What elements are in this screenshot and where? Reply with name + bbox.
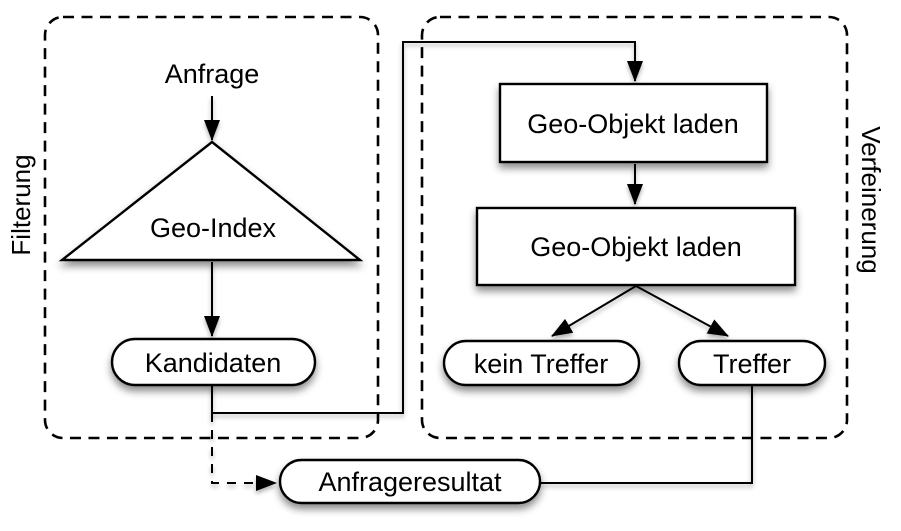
anfrage-label: Anfrage xyxy=(165,59,260,89)
anfrageresultat-label: Anfrageresultat xyxy=(318,467,502,497)
treffer-node: Treffer xyxy=(677,339,827,387)
filterung-group-label: Filterung xyxy=(6,154,36,255)
geo-objekt-laden-2-label: Geo-Objekt laden xyxy=(530,232,742,262)
geo-objekt-laden-1-label: Geo-Objekt laden xyxy=(527,109,739,139)
treffer-label: Treffer xyxy=(713,349,791,379)
treffer-to-result-connector xyxy=(541,385,753,484)
kein-treffer-node: kein Treffer xyxy=(442,339,641,387)
kandidaten-label: Kandidaten xyxy=(145,348,282,378)
geo-index-triangle xyxy=(58,140,364,262)
geo-objekt-laden-2-node: Geo-Objekt laden xyxy=(475,206,797,287)
kandidaten-node: Kandidaten xyxy=(110,337,317,387)
geo-index-node: Geo-Index xyxy=(58,140,364,262)
geo-objekt-laden-1-node: Geo-Objekt laden xyxy=(498,82,769,164)
kein-treffer-label: kein Treffer xyxy=(474,349,609,379)
kandidaten-to-load1-connector xyxy=(211,41,643,414)
verfeinerung-group-box xyxy=(420,15,849,440)
load2-to-keintreffer-arrow xyxy=(551,285,637,337)
load2-to-treffer-arrow xyxy=(635,285,729,337)
anfrageresultat-node: Anfrageresultat xyxy=(278,458,542,505)
verfeinerung-group-label: Verfeinerung xyxy=(856,126,886,273)
geo-index-label: Geo-Index xyxy=(150,213,277,243)
filterung-group-box xyxy=(43,15,380,440)
kandidaten-to-result-dashed-arrow xyxy=(211,413,277,491)
